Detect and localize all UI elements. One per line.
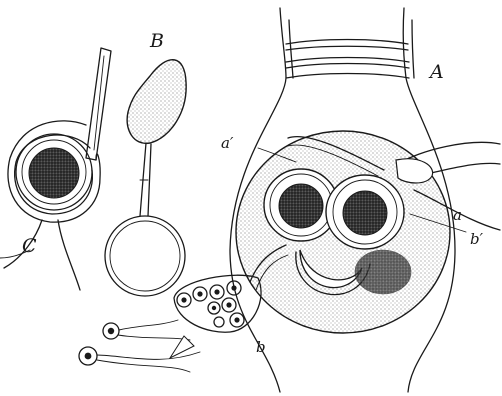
label-a-prime: a′ — [221, 134, 234, 152]
label-a-big: A — [428, 61, 444, 83]
a-granular-mass — [355, 250, 411, 294]
label-c: C — [22, 235, 37, 257]
label-b: B — [149, 30, 164, 52]
label-b-prime: b′ — [470, 230, 484, 248]
figure-c: C — [0, 48, 111, 290]
figure-a: A a′ a b′ — [221, 8, 500, 392]
b-antheridium — [127, 60, 186, 144]
a-oospore-right-content — [343, 191, 387, 235]
a-septum-top — [286, 40, 408, 45]
figure-b: B — [105, 30, 186, 296]
label-a-small: a — [453, 206, 462, 224]
a-oospore-left-content — [279, 184, 323, 228]
c-oospore-content — [29, 148, 79, 198]
b-oogonium — [105, 216, 185, 296]
label-b-small: b — [256, 338, 266, 356]
b-stalk — [140, 143, 151, 216]
